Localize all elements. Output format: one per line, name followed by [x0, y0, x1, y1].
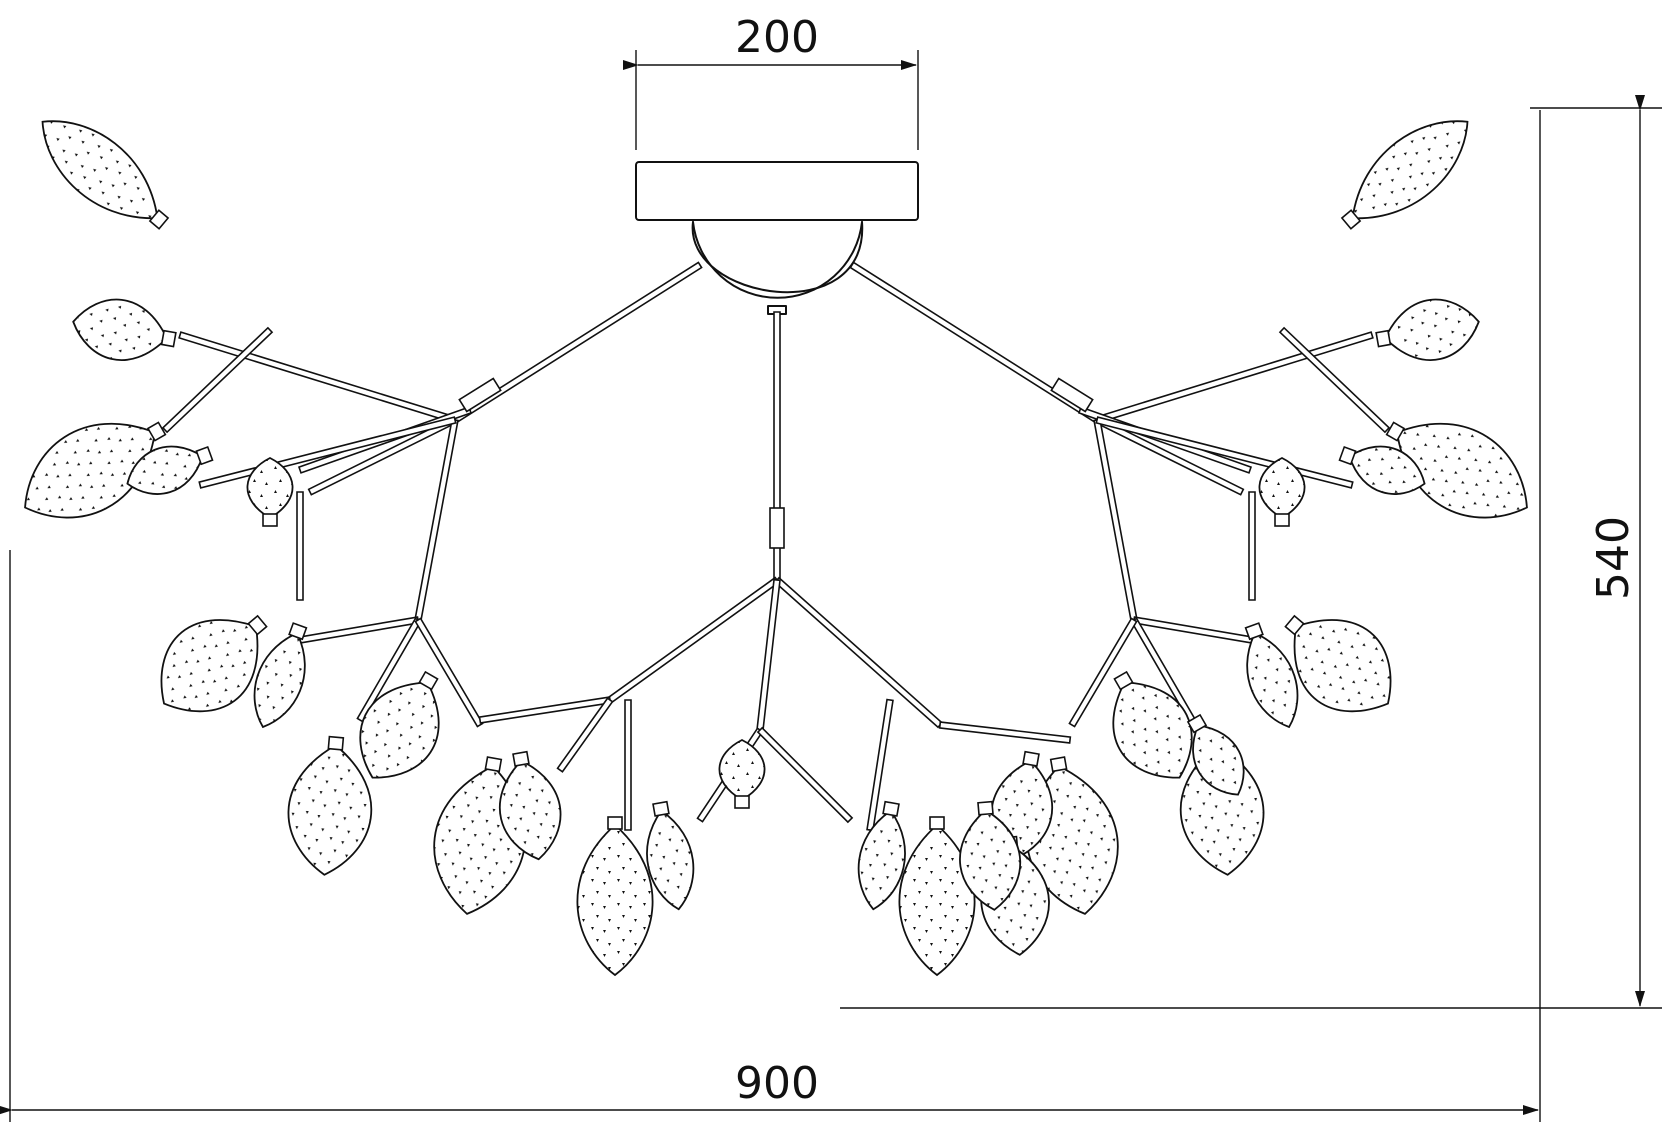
overall-width-label: 900 — [735, 1058, 819, 1109]
arm-stem — [773, 576, 944, 729]
leaf-shade — [1385, 421, 1528, 519]
leaf-shade — [1375, 298, 1480, 361]
leaf-shade — [1340, 120, 1469, 230]
bulb-socket — [734, 795, 750, 809]
leaf-shade — [1112, 670, 1193, 779]
bulb-socket — [262, 513, 278, 527]
bulb-socket — [484, 756, 503, 773]
bulb-socket — [247, 614, 268, 636]
arm-stem — [1068, 617, 1138, 728]
overall-height-dimension: 540 — [840, 95, 1662, 1009]
leaf-shade — [359, 670, 440, 779]
leaf-shade — [1338, 445, 1426, 495]
leaf-shade — [1284, 614, 1392, 713]
bulb-socket — [882, 800, 900, 817]
canopy-width-label: 200 — [735, 12, 819, 63]
bulb-socket — [148, 209, 170, 230]
arm-stem — [414, 418, 459, 622]
leaf-shade — [498, 750, 562, 861]
arm-stem — [938, 721, 1072, 744]
arm-stem — [414, 617, 484, 728]
arm-joint — [769, 507, 785, 549]
leaf-shade — [24, 421, 167, 519]
bulb-socket — [1244, 622, 1264, 641]
bulb-socket — [607, 816, 623, 830]
arm-stem — [452, 261, 703, 424]
arm-stem — [161, 326, 274, 434]
leaf-shade — [718, 738, 766, 809]
ceiling-canopy — [635, 161, 919, 315]
bulb-socket — [146, 421, 167, 442]
leaf-shade — [1244, 622, 1299, 729]
arm-stem — [1093, 418, 1138, 622]
leaf-shade — [246, 456, 294, 527]
arm-joint — [458, 377, 502, 413]
bulb-socket — [1049, 756, 1068, 773]
arm-stem — [1248, 491, 1256, 601]
overall-height-label: 540 — [1588, 516, 1639, 600]
arm-stem — [1278, 326, 1391, 434]
bulb-socket — [288, 622, 308, 641]
bulb-socket — [1113, 670, 1134, 691]
bulb-socket — [512, 750, 530, 767]
leaf-shade — [41, 120, 170, 230]
bulb-socket — [1186, 713, 1208, 734]
bulb-socket — [195, 445, 214, 466]
leaf-shade — [857, 800, 906, 911]
arm-stem — [607, 576, 780, 704]
arm-stem — [756, 726, 854, 824]
bulb-socket — [1385, 421, 1406, 442]
leaf-shade — [160, 614, 268, 713]
arm-stem — [1132, 616, 1254, 644]
leaf-shade — [253, 622, 308, 729]
leaf-shade — [1258, 456, 1306, 527]
leaf-shade — [646, 800, 695, 911]
bulb-socket — [652, 800, 670, 817]
arm-stem — [1095, 416, 1354, 489]
canopy-width-dimension: 200 — [623, 12, 919, 150]
bulb-socket — [1284, 614, 1305, 636]
bulb-socket — [929, 816, 945, 830]
arm-stem — [556, 697, 614, 773]
leaf-shade — [72, 298, 177, 361]
arm-joint — [1050, 377, 1094, 413]
arm-stem — [756, 578, 781, 732]
bulb-socket — [1274, 513, 1290, 527]
arm-stem — [624, 699, 632, 831]
bulb-socket — [418, 670, 439, 691]
leaf-shade — [126, 445, 214, 495]
overall-width-dimension: 900 — [0, 110, 1541, 1122]
bulb-socket — [327, 735, 345, 751]
arm-stem — [298, 616, 420, 644]
leaf-shades — [24, 120, 1528, 977]
leaf-shade — [287, 735, 373, 876]
arm-stem — [296, 491, 304, 601]
arm-stem — [198, 416, 457, 489]
bulb-socket — [160, 329, 177, 348]
bulb-socket — [977, 800, 994, 816]
arm-stem — [478, 696, 612, 724]
bulb-socket — [1340, 209, 1362, 230]
leaf-shade — [898, 816, 976, 977]
bulb-socket — [1338, 445, 1357, 466]
leaf-shade — [576, 816, 654, 977]
bulb-socket — [1022, 750, 1040, 767]
bulb-socket — [1375, 329, 1392, 348]
arm-stem — [849, 261, 1100, 424]
leaf-shade — [959, 800, 1022, 911]
leaf-shade — [1186, 713, 1245, 796]
